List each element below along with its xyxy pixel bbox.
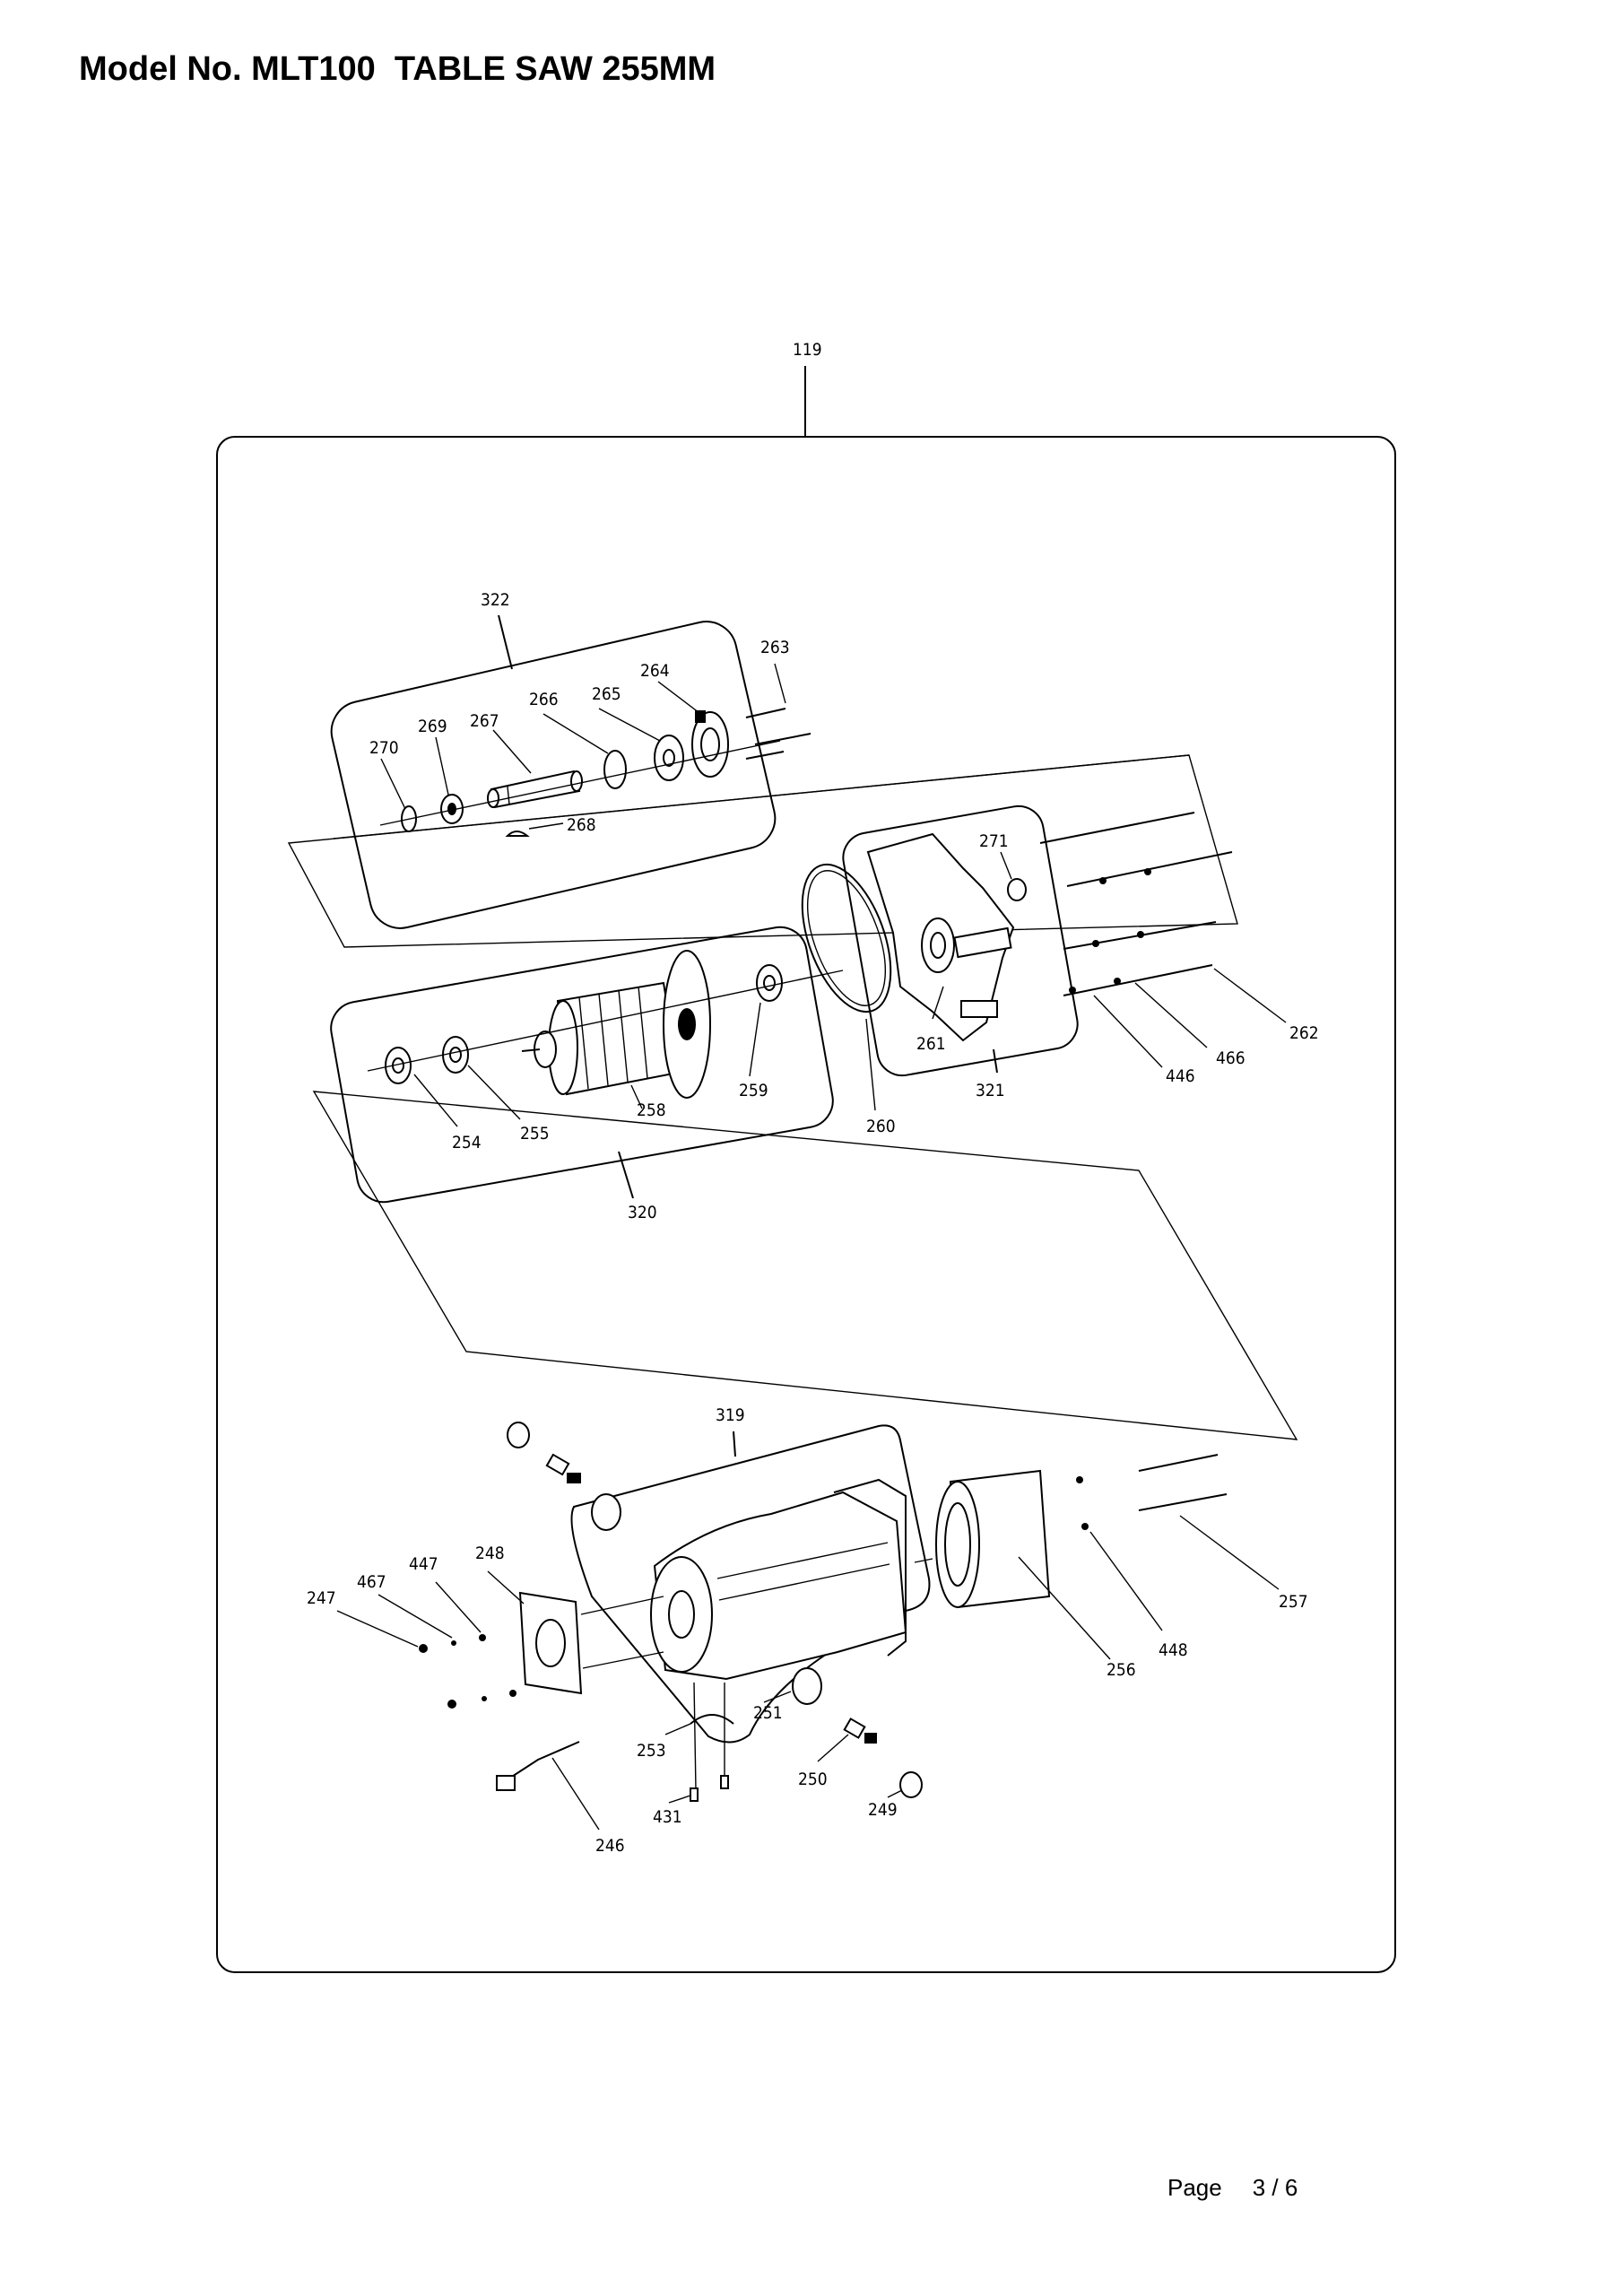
- label-246: 246: [595, 1836, 625, 1856]
- page-number: 3 / 6: [1252, 2174, 1298, 2201]
- label-267: 267: [470, 711, 499, 731]
- screws-262: [1039, 812, 1233, 996]
- label-254: 254: [452, 1133, 482, 1152]
- label-320: 320: [628, 1203, 657, 1222]
- assembly-frame: [216, 366, 1396, 1973]
- label-466: 466: [1216, 1048, 1245, 1068]
- label-261: 261: [916, 1034, 946, 1054]
- label-431: 431: [653, 1807, 682, 1827]
- label-257: 257: [1279, 1592, 1308, 1612]
- part-260-ring: [801, 863, 892, 1111]
- label-260: 260: [866, 1117, 896, 1136]
- screws-263: [745, 708, 812, 760]
- label-258: 258: [637, 1100, 666, 1120]
- lower-parts: [496, 1682, 923, 1831]
- page-footer: Page 3 / 6: [1167, 2174, 1298, 2202]
- page-title: Model No. MLT100 TABLE SAW 255MM: [79, 50, 716, 88]
- label-319: 319: [716, 1405, 745, 1425]
- label-322: 322: [481, 590, 510, 610]
- end-plate-248: [336, 1570, 664, 1709]
- label-269: 269: [418, 717, 447, 736]
- page-label: Page: [1167, 2174, 1222, 2201]
- label-268: 268: [567, 815, 596, 835]
- group-319: [507, 1422, 931, 1744]
- label-447: 447: [409, 1554, 438, 1574]
- label-119: 119: [793, 340, 822, 360]
- group-320: [330, 926, 844, 1204]
- label-264: 264: [640, 661, 670, 681]
- group-321: [842, 804, 1287, 1077]
- label-263: 263: [760, 638, 790, 657]
- label-467: 467: [357, 1572, 386, 1592]
- label-448: 448: [1159, 1640, 1188, 1660]
- label-259: 259: [739, 1081, 768, 1100]
- label-262: 262: [1289, 1023, 1319, 1043]
- label-251: 251: [753, 1703, 783, 1723]
- label-253: 253: [637, 1741, 666, 1761]
- label-255: 255: [520, 1124, 550, 1144]
- stator-256: [914, 1454, 1280, 1660]
- label-266: 266: [529, 690, 559, 709]
- label-271: 271: [979, 831, 1009, 851]
- label-248: 248: [475, 1544, 505, 1563]
- label-321: 321: [976, 1081, 1005, 1100]
- label-250: 250: [798, 1770, 828, 1789]
- label-446: 446: [1166, 1066, 1195, 1086]
- label-247: 247: [307, 1588, 336, 1608]
- label-256: 256: [1107, 1660, 1136, 1680]
- explode-planes: [287, 754, 1298, 1440]
- label-249: 249: [868, 1800, 898, 1820]
- part-labels: 119 322 263 264 265 266 267 269 270 268 …: [307, 340, 1319, 1856]
- label-265: 265: [592, 684, 621, 704]
- label-270: 270: [369, 738, 399, 758]
- group-322: [330, 614, 812, 929]
